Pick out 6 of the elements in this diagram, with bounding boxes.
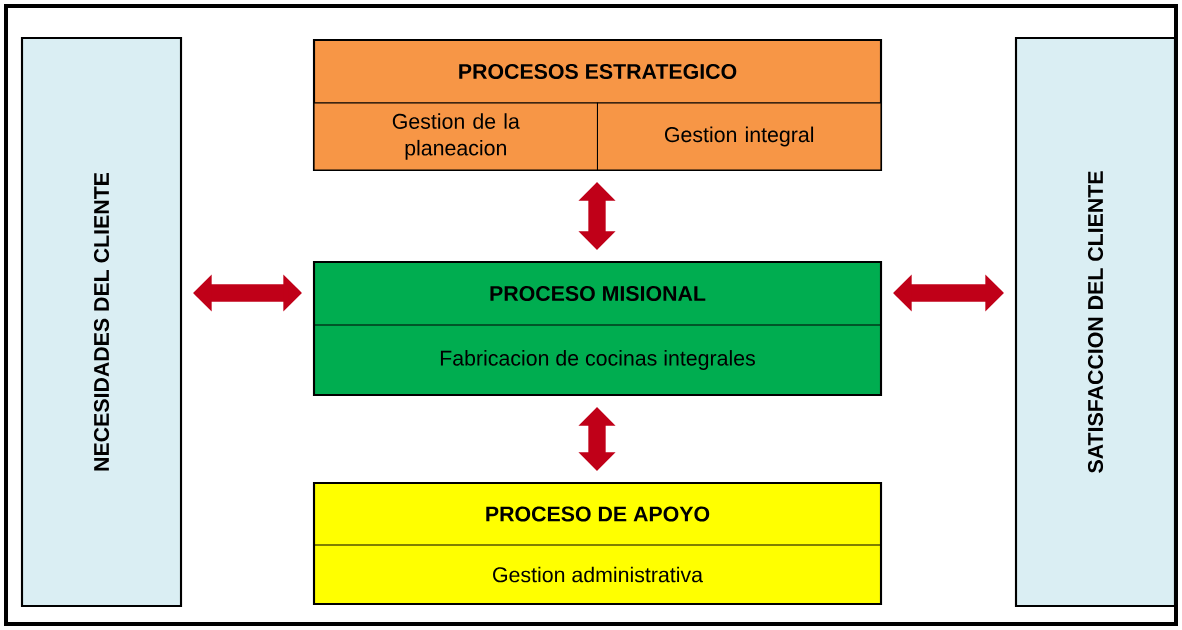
side-band: NECESIDADES DEL CLIENTE bbox=[20, 36, 183, 608]
process-cell: Gestion integral bbox=[596, 102, 882, 171]
process-box: PROCESO DE APOYO Gestion administrativa bbox=[312, 481, 883, 606]
side-band: SATISFACCION DEL CLIENTE bbox=[1014, 36, 1177, 608]
process-box: PROCESO MISIONAL Fabricacion de cocinas integrales bbox=[312, 260, 883, 397]
process-cell: Gestion de la planeacion bbox=[313, 102, 599, 171]
